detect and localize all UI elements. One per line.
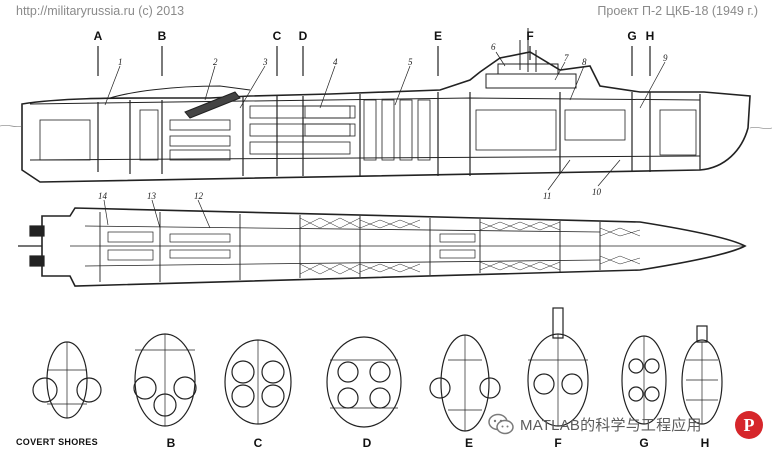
side-hull-outline <box>21 51 751 183</box>
callout-1: 1 <box>118 57 123 67</box>
wechat-icon <box>488 413 514 435</box>
cross-section-g <box>621 335 667 425</box>
watermark-text: MATLAB的科学与工程应用 <box>520 416 702 434</box>
watermark: MATLAB的科学与工程应用 <box>488 413 702 435</box>
pin-badge[interactable]: P <box>735 411 763 439</box>
callout-12: 12 <box>194 191 203 201</box>
bottom-letter-e: E <box>464 436 474 450</box>
covert-shores-credit: COVERT SHORES <box>16 437 98 447</box>
section-letter-h: H <box>645 29 655 43</box>
internal-racks <box>39 99 697 161</box>
bottom-letter-h: H <box>700 436 710 450</box>
callout-6: 6 <box>491 42 496 52</box>
water-line <box>0 125 772 129</box>
callout-14: 14 <box>98 191 107 201</box>
section-letter-a: A <box>93 29 103 43</box>
section-letter-g: G <box>627 29 637 43</box>
source-credit: http://militaryrussia.ru (c) 2013 <box>16 4 185 18</box>
plan-view <box>18 207 747 287</box>
cross-section-d <box>326 336 402 428</box>
section-letter-f: F <box>526 29 534 43</box>
section-marker-lines <box>97 46 651 76</box>
section-letter-b: B <box>157 29 167 43</box>
side-profile <box>0 28 772 183</box>
callout-11: 11 <box>543 191 552 201</box>
callout-leaders <box>104 51 666 191</box>
plan-hull-outline <box>41 207 747 287</box>
callout-8: 8 <box>582 57 587 67</box>
callout-13: 13 <box>147 191 156 201</box>
bulkheads <box>97 92 701 176</box>
plan-callout-leaders <box>103 199 211 229</box>
section-letter-c: C <box>272 29 282 43</box>
bottom-letter-c: C <box>253 436 263 450</box>
project-title: Проект П-2 ЦКБ-18 (1949 г.) <box>597 4 758 18</box>
callout-3: 3 <box>263 57 268 67</box>
bottom-letter-b: B <box>166 436 176 450</box>
section-letter-e: E <box>433 29 443 43</box>
cross-section-e <box>429 334 501 432</box>
callout-7: 7 <box>564 53 569 63</box>
tank-hatching <box>299 217 641 275</box>
section-letter-d: D <box>298 29 308 43</box>
cross-section-a <box>32 341 102 419</box>
conning-tower <box>485 28 577 89</box>
callout-5: 5 <box>408 57 413 67</box>
cross-section-h <box>681 325 723 425</box>
cross-sections <box>32 307 723 432</box>
bottom-letter-d: D <box>362 436 372 450</box>
callout-4: 4 <box>333 57 338 67</box>
cross-section-f <box>527 307 589 427</box>
bottom-letter-f: F <box>554 436 562 450</box>
bottom-letter-g: G <box>639 436 649 450</box>
cross-section-c <box>224 339 292 425</box>
callout-9: 9 <box>663 53 668 63</box>
cross-section-b <box>133 333 197 427</box>
callout-2: 2 <box>213 57 218 67</box>
callout-10: 10 <box>592 187 601 197</box>
